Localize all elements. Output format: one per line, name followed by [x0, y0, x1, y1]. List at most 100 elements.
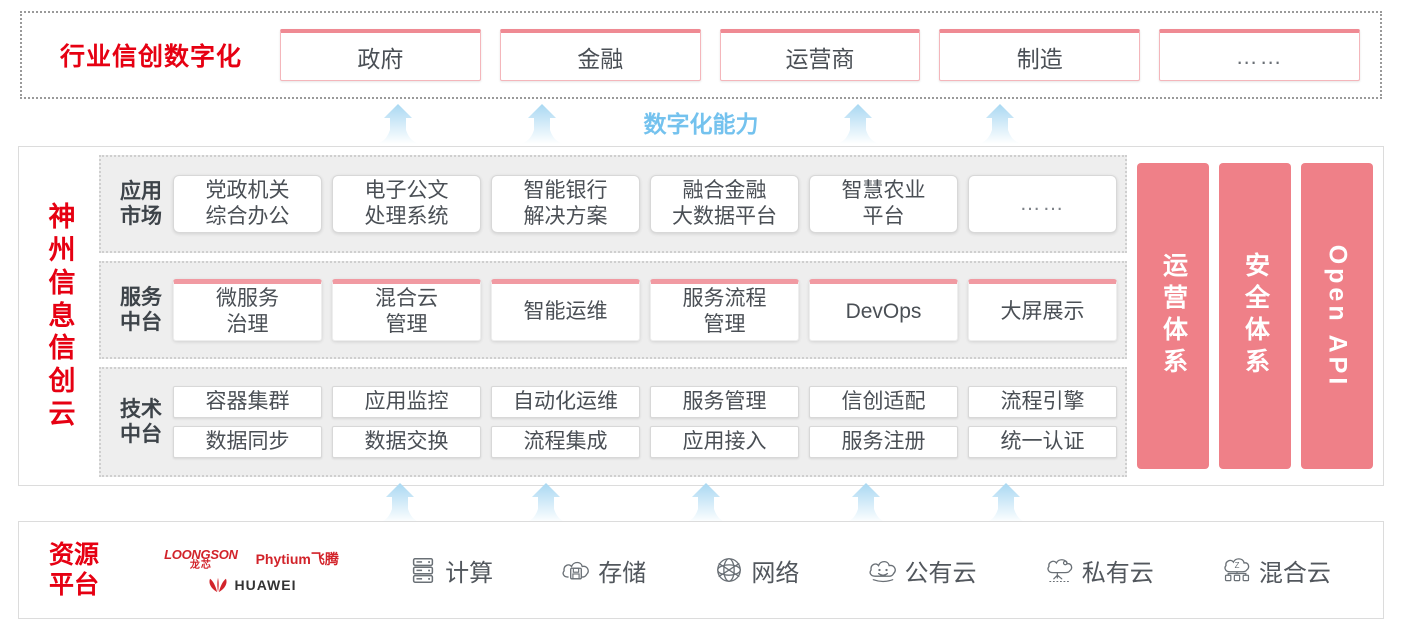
card-process-engine[interactable]: 流程引擎 — [968, 385, 1117, 418]
platform-title-char: 信 — [48, 267, 76, 298]
card-smart-agriculture-platform[interactable]: 智慧农业 平台 — [809, 174, 958, 234]
resource-item-label: 计算 — [445, 559, 494, 587]
card-e-document-system[interactable]: 电子公文 处理系统 — [332, 174, 481, 234]
resource-item-list: 计算 存储 网络 — [374, 553, 1383, 588]
industry-card-manufacturing[interactable]: 制造 — [939, 29, 1141, 81]
pillar-label: Open API — [1323, 244, 1352, 388]
resource-item-label: 私有云 — [1081, 559, 1154, 587]
resource-item-hybrid-cloud[interactable]: Z 混合云 — [1222, 553, 1331, 588]
phytium-logo: Phytium飞腾 — [255, 551, 339, 567]
layer-tech-middle: 技术 中台 容器集群 应用监控 自动化运维 服务管理 信创适配 流程引擎 数据同… — [99, 367, 1127, 477]
card-microservice-governance[interactable]: 微服务 治理 — [173, 278, 322, 342]
capability-arrow-band: 数字化能力 — [0, 100, 1402, 144]
platform-title-char: 息 — [48, 300, 76, 331]
resource-item-network[interactable]: 网络 — [714, 553, 799, 588]
layer-tech-grid: 容器集群 应用监控 自动化运维 服务管理 信创适配 流程引擎 数据同步 数据交换… — [173, 385, 1117, 459]
card-app-monitoring[interactable]: 应用监控 — [332, 385, 481, 418]
up-arrow-icon — [520, 104, 564, 144]
resource-item-label: 混合云 — [1258, 559, 1331, 587]
layer-service-middle: 服务 中台 微服务 治理 混合云 管理 智能运维 服务流程 管理 DevOps … — [99, 261, 1127, 359]
capability-label: 数字化能力 — [643, 111, 759, 137]
layer-label-app-market: 应用 市场 — [120, 179, 162, 228]
cloud-storage-icon — [562, 561, 590, 580]
up-arrow-icon — [378, 483, 422, 523]
pillar-label: 安全体系 — [1241, 252, 1270, 380]
vendor-logo-row-2: HUAWEI — [207, 577, 297, 593]
up-arrow-icon — [836, 104, 880, 144]
platform-body: 应用 市场 党政机关 综合办公 电子公文 处理系统 智能银行 解决方案 融合金融… — [93, 147, 1383, 485]
resource-arrow-band — [0, 483, 1402, 523]
huawei-logo: HUAWEI — [207, 577, 297, 593]
resource-item-private-cloud[interactable]: 私有云 — [1045, 553, 1154, 588]
pillar-operations-system[interactable]: 运营体系 — [1137, 163, 1209, 469]
huawei-flower-icon — [208, 577, 227, 592]
up-arrow-icon — [376, 104, 420, 144]
loongson-logo: LOONGSON 龙芯 — [164, 546, 238, 571]
card-unified-auth[interactable]: 统一认证 — [968, 426, 1117, 459]
card-xinchuang-adaptation[interactable]: 信创适配 — [809, 385, 958, 418]
card-devops[interactable]: DevOps — [809, 278, 958, 342]
hybrid-cloud-icon: Z — [1224, 558, 1250, 582]
industry-card-finance[interactable]: 金融 — [499, 29, 701, 81]
resource-item-label: 网络 — [751, 559, 800, 587]
card-hybrid-cloud-management[interactable]: 混合云 管理 — [332, 278, 481, 342]
up-arrow-icon — [524, 483, 568, 523]
public-cloud-icon — [869, 560, 896, 583]
platform-title-char: 信 — [48, 333, 76, 364]
card-data-exchange[interactable]: 数据交换 — [332, 426, 481, 459]
layer-label-service-middle: 服务 中台 — [120, 285, 162, 334]
platform-title-char: 神 — [48, 201, 76, 232]
layer-label-tech-middle: 技术 中台 — [120, 397, 162, 446]
server-icon — [412, 558, 434, 583]
resource-item-compute[interactable]: 计算 — [408, 553, 493, 588]
industry-band: 行业信创数字化 政府 金融 运营商 制造 …… — [20, 11, 1382, 99]
card-automated-ops[interactable]: 自动化运维 — [491, 385, 640, 418]
platform-title-char: 云 — [48, 399, 76, 430]
industry-band-title: 行业信创数字化 — [59, 43, 242, 71]
resource-platform-title: 资源 平台 — [48, 540, 99, 600]
private-cloud-icon — [1047, 559, 1072, 582]
card-smart-bank-solution[interactable]: 智能银行 解决方案 — [491, 174, 640, 234]
card-data-sync[interactable]: 数据同步 — [173, 426, 322, 459]
card-service-process-management[interactable]: 服务流程 管理 — [650, 278, 799, 342]
network-icon — [717, 558, 742, 582]
platform-layers: 应用 市场 党政机关 综合办公 电子公文 处理系统 智能银行 解决方案 融合金融… — [99, 155, 1127, 477]
industry-card-list: 政府 金融 运营商 制造 …… — [280, 29, 1380, 81]
platform-title: 神 州 信 息 信 创 云 — [31, 147, 93, 485]
pillar-security-system[interactable]: 安全体系 — [1219, 163, 1291, 469]
layer-app-market: 应用 市场 党政机关 综合办公 电子公文 处理系统 智能银行 解决方案 融合金融… — [99, 155, 1127, 253]
card-party-gov-office[interactable]: 党政机关 综合办公 — [173, 174, 322, 234]
resource-item-public-cloud[interactable]: 公有云 — [868, 553, 977, 588]
tech-row-2: 数据同步 数据交换 流程集成 应用接入 服务注册 统一认证 — [173, 426, 1117, 459]
up-arrow-icon — [984, 483, 1028, 523]
layer-app-cards: 党政机关 综合办公 电子公文 处理系统 智能银行 解决方案 融合金融 大数据平台… — [173, 174, 1117, 234]
card-service-registry[interactable]: 服务注册 — [809, 426, 958, 459]
card-app-access[interactable]: 应用接入 — [650, 426, 799, 459]
card-service-management[interactable]: 服务管理 — [650, 385, 799, 418]
vendor-logo-row-1: LOONGSON 龙芯 Phytium飞腾 — [164, 548, 339, 571]
card-intelligent-ops[interactable]: 智能运维 — [491, 278, 640, 342]
card-container-cluster[interactable]: 容器集群 — [173, 385, 322, 418]
huawei-wordmark: HUAWEI — [234, 576, 297, 593]
layer-service-cards: 微服务 治理 混合云 管理 智能运维 服务流程 管理 DevOps 大屏展示 — [173, 278, 1117, 342]
svg-text:Z: Z — [1234, 561, 1239, 570]
platform-title-char: 州 — [48, 234, 76, 265]
resource-item-label: 存储 — [598, 559, 647, 587]
resource-item-label: 公有云 — [904, 559, 977, 587]
industry-card-more[interactable]: …… — [1159, 29, 1360, 81]
industry-card-operator[interactable]: 运营商 — [719, 29, 921, 81]
card-fintech-bigdata-platform[interactable]: 融合金融 大数据平台 — [650, 174, 799, 234]
pillar-open-api[interactable]: Open API — [1301, 163, 1373, 469]
pillar-label: 运营体系 — [1159, 252, 1188, 380]
up-arrow-icon — [844, 483, 888, 523]
card-process-integration[interactable]: 流程集成 — [491, 426, 640, 459]
tech-row-1: 容器集群 应用监控 自动化运维 服务管理 信创适配 流程引擎 — [173, 385, 1117, 418]
industry-card-government[interactable]: 政府 — [280, 29, 481, 81]
card-app-more[interactable]: …… — [968, 174, 1117, 234]
resource-platform: 资源 平台 LOONGSON 龙芯 Phytium飞腾 HUAWEI — [18, 521, 1384, 619]
vendor-logo-group: LOONGSON 龙芯 Phytium飞腾 HUAWEI — [129, 548, 374, 593]
up-arrow-icon — [978, 104, 1022, 144]
resource-item-storage[interactable]: 存储 — [561, 553, 646, 588]
card-large-screen-display[interactable]: 大屏展示 — [968, 278, 1117, 342]
pillar-group: 运营体系 安全体系 Open API — [1137, 155, 1373, 477]
